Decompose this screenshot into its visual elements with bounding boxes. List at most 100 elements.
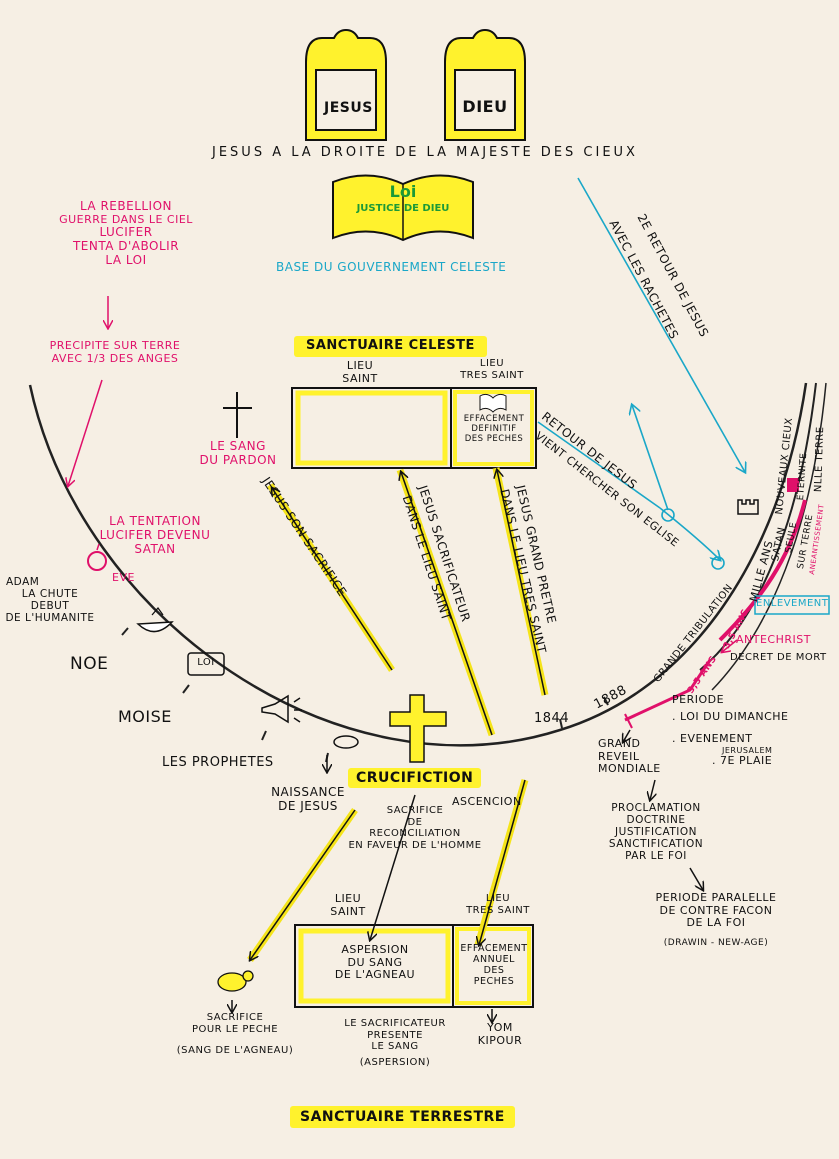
precipite-line-2: AVEC 1/3 DES ANGES [51, 351, 179, 365]
prophetes-label: LES PROPHETES [162, 755, 274, 770]
sacrifice-rec-line-4: EN FAVEUR DE L'HOMME [348, 839, 482, 851]
naissance-text: NAISSANCE DE JESUS [258, 785, 358, 814]
terrestre-lieu-saint: LIEU SAINT [318, 892, 378, 918]
infant-icon [333, 735, 359, 749]
tablets-icon [187, 652, 225, 676]
sacrifice-rec-line-3: RECONCILIATION [369, 828, 461, 839]
sacrifice-rec-line-1: SACRIFICE [386, 805, 444, 816]
reveil-line-2: REVEIL [598, 749, 640, 763]
rebellion-line-5: LA LOI [105, 253, 147, 268]
ascencion-label: ASCENCION [452, 795, 522, 808]
yom-line-1: YOM [487, 1021, 513, 1034]
proclamation-line-5: PAR LE FOI [625, 850, 687, 863]
presente-line-1: LE SACRIFICATEUR [344, 1018, 446, 1029]
nlle-terre-label: Nlle TERRE [813, 426, 827, 493]
terrestre-eff-l4: PECHES [473, 975, 515, 987]
celeste-lts-l2: TRES SAINT [460, 369, 524, 381]
reveil-line-3: MONDIALE [598, 762, 661, 776]
moise-label: MOISE [118, 707, 172, 726]
terrestre-lieu-saint-l1: LIEU [334, 892, 362, 905]
date-1844: 1844 [534, 711, 570, 726]
periode-line-3: . EVENEMENT [672, 732, 753, 746]
aspersion-line-1: ASPERSION [341, 943, 409, 956]
loi-icon-label: LOI [197, 657, 215, 668]
celeste-effacement: EFFACEMENT DEFINITIF DES PECHES [454, 414, 534, 444]
megaphone-icon [261, 694, 302, 724]
proclamation-line-2: DOCTRINE [626, 814, 686, 827]
proclamation-text: PROCLAMATION DOCTRINE JUSTIFICATION SANC… [596, 802, 716, 862]
terrestre-lieu-tres-saint: LIEU TRES SAINT [450, 893, 546, 916]
sanctuaire-celeste-title: SANCTUAIRE CELESTE [294, 336, 487, 357]
periode-line-2: . LOI DU DIMANCHE [672, 709, 789, 723]
celeste-eff-l2: DEFINITIF [471, 423, 517, 434]
sanctuaire-terrestre-title: SANCTUAIRE TERRESTRE [290, 1106, 515, 1129]
lamb-icon [217, 970, 254, 992]
adam-line-4: DE L'HUMANITE [5, 612, 95, 625]
enlevement-label: ENLEVEMENT [756, 598, 829, 609]
precipite-line-1: PRECIPITE SUR TERRE [49, 339, 181, 352]
reveil-line-1: GRAND [598, 737, 641, 750]
throne-jesus-label: JESUS [324, 100, 373, 116]
celeste-lieu-saint-l2: SAINT [342, 371, 378, 385]
sacrifice-rec-line-2: DE [407, 816, 423, 828]
celeste-lieu-saint-l1: LIEU [346, 359, 374, 372]
parallele-line-1: PERIODE PARALELLE [655, 891, 777, 904]
sacrifice-reconciliation-text: SACRIFICE DE RECONCILIATION EN FAVEUR DE… [340, 805, 490, 851]
proclamation-line-3: JUSTIFICATION [615, 826, 697, 839]
reveil-text: GRAND REVEIL MONDIALE [598, 737, 678, 776]
adam-text: ADAM LA CHUTE DEBUT DE L'HUMANITE [0, 576, 100, 624]
law-book-icon [332, 174, 474, 242]
celeste-lieu-tres-saint: LIEU TRES SAINT [446, 358, 538, 381]
presente-line-2: PRESENTE [367, 1029, 423, 1041]
terrestre-effacement: EFFACEMENT ANNUEL DES PECHES [456, 943, 532, 988]
terrestre-eff-l2: ANNUEL [473, 953, 515, 965]
presente-line-4: (ASPERSION) [359, 1056, 431, 1068]
celeste-lieu-saint: LIEU SAINT [330, 359, 390, 385]
terrestre-lieu-saint-l2: SAINT [330, 904, 366, 918]
cross-icon [223, 392, 252, 438]
castle-icon [737, 499, 759, 515]
crucifiction-label: CRUCIFICTION [348, 768, 482, 789]
adam-line-1: ADAM [6, 576, 40, 588]
rebellion-line-3: LUCIFER [99, 225, 153, 240]
naissance-line-1: NAISSANCE [271, 785, 345, 799]
naissance-line-2: DE JESUS [278, 798, 338, 813]
tentation-line-1: LA TENTATION [109, 514, 201, 528]
terrestre-lts-l1: LIEU [485, 893, 511, 904]
terrestre-aspersion: ASPERSION DU SANG DE L'AGNEAU [305, 943, 445, 982]
parallele-text: PERIODE PARALELLE DE CONTRE FACON DE LA … [636, 891, 796, 948]
noe-label: NOE [70, 654, 109, 674]
celeste-eff-l3: DES PECHES [464, 433, 524, 444]
terrestre-eff-l3: DES [483, 964, 505, 976]
celeste-lts-l1: LIEU [479, 358, 505, 369]
sang-pardon-text: LE SANG DU PARDON [188, 439, 288, 468]
timeline-arc [28, 382, 808, 747]
periode-line-5: . 7e PLAIE [712, 754, 773, 768]
throne-dieu-label: DIEU [462, 97, 508, 116]
terrestre-lts-l2: TRES SAINT [466, 904, 530, 916]
presente-line-3: LE SANG [371, 1041, 419, 1052]
rebellion-text: LA REBELLION GUERRE DANS LE CIEL LUCIFER… [36, 199, 216, 268]
sacrificateur-presente-text: LE SACRIFICATEUR PRESENTE LE SANG (ASPER… [320, 1018, 470, 1068]
antechrist-label: ANTECHRIST [736, 633, 811, 646]
terrestre-eff-l1: EFFACEMENT [460, 943, 528, 954]
tentation-line-2: LUCIFER DEVENU [99, 527, 211, 542]
sacrifice-peche-line-1: SACRIFICE [206, 1012, 264, 1023]
adam-line-3: DEBUT [30, 600, 70, 613]
apple-icon [87, 543, 107, 571]
crucifix-icon [389, 694, 447, 763]
sacrifice-peche-text: SACRIFICE POUR LE PECHE (SANG DE L'AGNEA… [160, 1012, 310, 1057]
sacrifice-peche-line-2: POUR LE PECHE [191, 1023, 279, 1035]
periode-line-1: PERIODE [672, 693, 725, 706]
parallele-line-2: DE CONTRE FACON [659, 903, 773, 917]
sang-pardon-line-1: LE SANG [210, 439, 266, 453]
government-caption: BASE DU GOUVERNEMENT CELESTE [276, 260, 507, 274]
throne-jesus-icon [305, 28, 387, 141]
rebellion-line-4: TENTA D'ABOLIR [72, 239, 180, 254]
eve-label: EVE [112, 571, 135, 584]
sacrifice-peche-line-3: (SANG DE L'AGNEAU) [176, 1045, 294, 1056]
tentation-text: LA TENTATION LUCIFER DEVENU SATAN [85, 514, 225, 556]
yom-kipour-text: YOM KIPOUR [470, 1021, 530, 1047]
